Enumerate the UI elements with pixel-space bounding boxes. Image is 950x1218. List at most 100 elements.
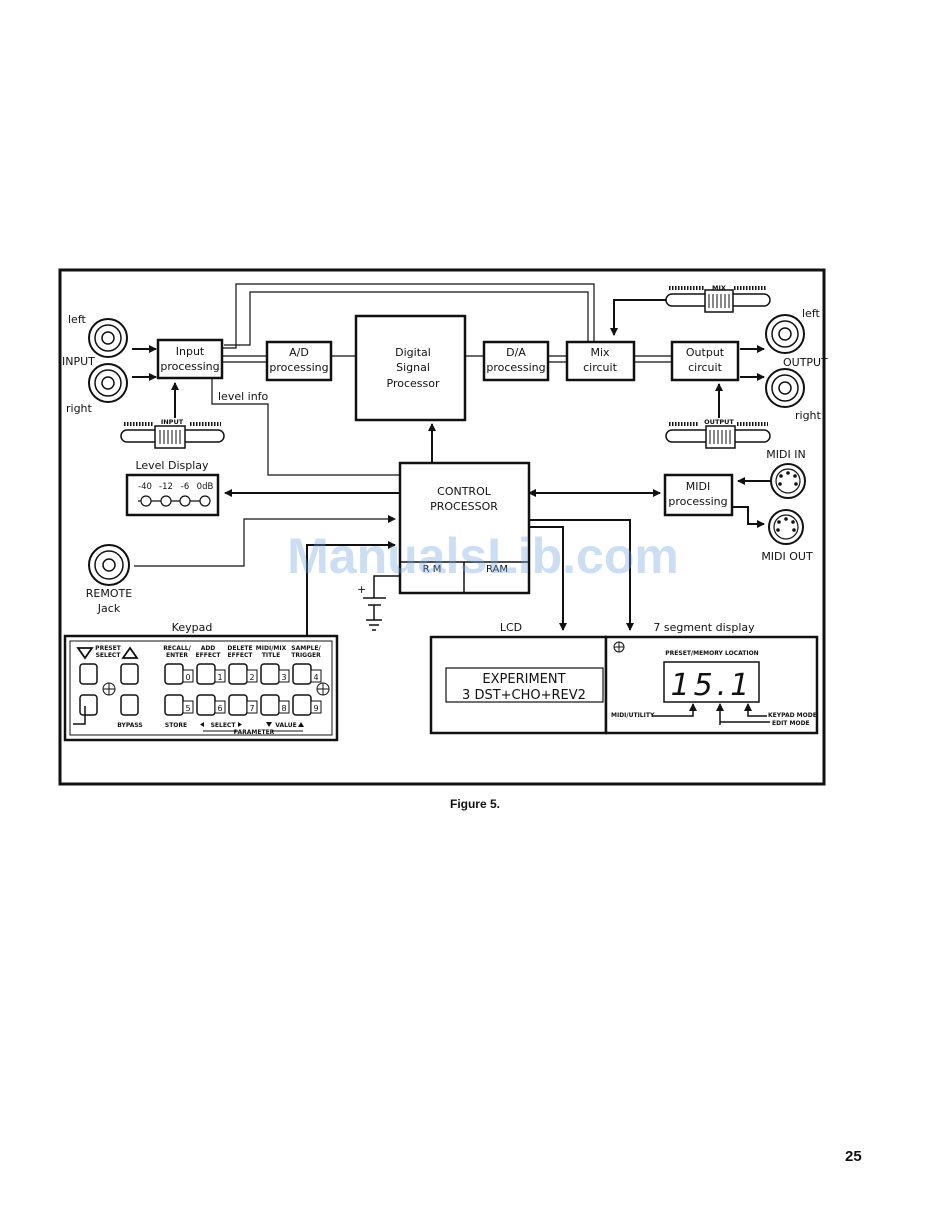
output-level-slider [665,422,771,449]
lcd-screen [445,667,604,703]
input-level-slider [120,422,225,449]
recall-label-1: RECALL/ [163,645,191,652]
battery-plus-label: + [357,583,366,596]
delete-effect-label-1: DELETE [227,645,252,652]
key-row-2: 5 6 7 8 9 [164,694,322,716]
recall-label-2: ENTER [166,652,188,659]
level-mark-12: -12 [159,482,173,492]
key-2-label: 2 [249,673,254,682]
input-right-label: right [66,402,93,415]
key-9-label: 9 [313,704,318,713]
slider-mix-label: MIX [712,284,726,292]
value-label: VALUE [275,722,296,729]
midi-mix-label-2: TITLE [262,652,280,659]
seven-seg-title: PRESET/MEMORY LOCATION [665,650,758,657]
key-7[interactable] [228,694,248,716]
sample-label-2: TRIGGER [291,652,321,659]
key-1[interactable] [196,663,216,685]
select-label: SELECT [211,722,237,729]
key-2[interactable] [228,663,248,685]
bypass-key[interactable] [120,694,139,716]
value-down-icon [266,722,272,727]
lcd-line-2: 3 DST+CHO+REV2 [462,688,586,703]
dsp-block [354,314,467,422]
seven-seg-value: 15.1 [671,668,754,703]
midi-proc-label-2: processing [668,495,727,508]
remote-label-1: REMOTE [86,587,132,600]
lcd-line-1: EXPERIMENT [482,672,565,687]
key-9[interactable] [292,694,312,716]
ad-label-2: processing [269,361,328,374]
key-0[interactable] [164,663,184,685]
midi-in-label: MIDI IN [766,448,805,461]
figure-caption: Figure 5. [449,797,500,811]
select-left-icon [200,722,204,727]
control-label-1: CONTROL [437,485,492,498]
keypad-label: Keypad [172,621,213,634]
input-processing-label-2: processing [160,360,219,373]
output-left-label: left [802,307,821,320]
preset-up-key[interactable] [120,663,139,685]
midi-proc-label-1: MIDI [686,480,710,493]
output-circuit-block [670,340,740,382]
ad-processing-block [265,340,333,382]
remote-jack-icon [88,544,130,586]
level-mark-0db: 0dB [197,482,214,492]
battery-icon [363,575,400,631]
add-effect-label-2: EFFECT [196,652,222,659]
input-left-label: left [68,313,87,326]
level-mark-40: -40 [138,482,152,492]
dsp-label-3: Processor [387,377,440,390]
keypad-panel [63,634,339,742]
preset-up-icon[interactable] [121,646,139,659]
keypad-mode-label: KEYPAD MODE [768,712,817,719]
remote-label-2: Jack [97,602,121,615]
midi-processing-block [663,473,734,517]
ram-label: RAM [486,564,508,575]
key-3[interactable] [260,663,280,685]
key-1-label: 1 [217,673,222,682]
sample-label-1: SAMPLE/ [291,645,321,652]
level-info-label: level info [218,390,269,403]
key-0-label: 0 [185,673,190,682]
seven-seg-label: 7 segment display [653,621,755,634]
value-up-icon [298,722,304,727]
output-circuit-label-2: circuit [688,361,722,374]
key-4[interactable] [292,663,312,685]
control-label-2: PROCESSOR [430,500,498,513]
seven-seg-screen [663,661,760,703]
input-left-jack-icon [88,318,128,358]
rom-label: R M [423,564,442,575]
mix-label-2: circuit [583,361,617,374]
input-processing-block [156,338,224,380]
dsp-label-2: Signal [396,361,430,374]
key-8-label: 8 [281,704,286,713]
key-5[interactable] [164,694,184,716]
midi-out-label: MIDI OUT [761,550,813,563]
da-label-2: processing [486,361,545,374]
level-led-icons [138,495,211,507]
preset-down-key[interactable] [79,663,98,685]
add-effect-label-1: ADD [201,645,216,652]
slider-input-label: INPUT [161,418,184,426]
delete-effect-label-2: EFFECT [228,652,254,659]
diagram-frame [58,268,826,786]
midi-utility-label: MIDI/UTILITY [611,712,655,719]
crosshair-icon-right [316,682,330,696]
bypass-label: BYPASS [117,722,142,729]
key-8[interactable] [260,694,280,716]
mix-label-1: Mix [590,346,610,359]
preset-down-icon[interactable] [76,647,94,660]
preset-label-1: PRESET [95,645,122,652]
key-7-label: 7 [249,704,254,713]
crosshair-icon [102,682,116,696]
key-6[interactable] [196,694,216,716]
remote-key[interactable] [79,694,98,716]
key-6-label: 6 [217,704,222,713]
slider-output-label: OUTPUT [704,418,734,426]
midi-mix-label-1: MIDI/MIX [256,645,287,652]
input-title-label: INPUT [62,355,95,368]
ad-label-1: A/D [289,346,309,359]
seven-seg-crosshair-icon [613,641,625,653]
output-right-label: right [795,409,822,422]
